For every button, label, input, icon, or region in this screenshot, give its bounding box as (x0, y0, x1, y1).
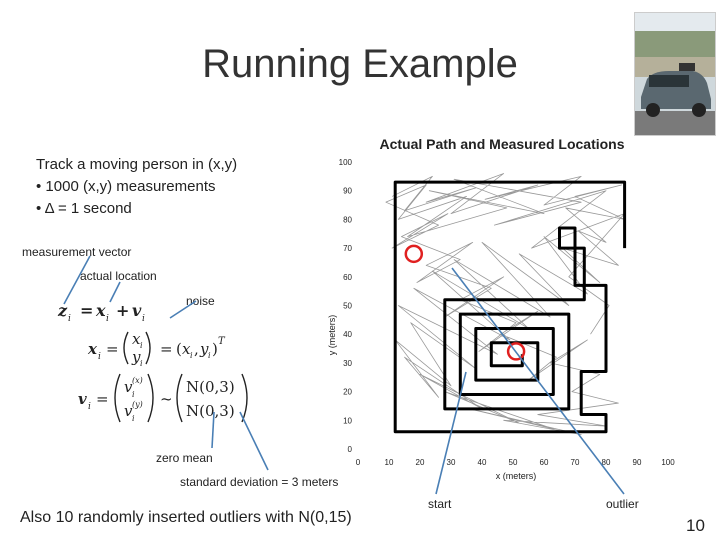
y-tick-label: 40 (343, 330, 352, 339)
svg-text:T: T (218, 336, 226, 347)
svg-text:v: v (124, 378, 133, 396)
svg-text:(: ( (176, 340, 182, 358)
y-axis-label: y (meters) (327, 315, 337, 356)
y-tick-label: 70 (343, 244, 352, 253)
x-tick-label: 70 (571, 458, 580, 467)
y-tick-label: 30 (343, 359, 352, 368)
svg-text:i: i (88, 402, 91, 412)
car-photo-image (635, 13, 715, 135)
svg-text:v: v (124, 402, 133, 420)
highlight-group (404, 244, 526, 361)
bullet-main: Track a moving person in (x,y) (36, 156, 238, 173)
y-tick-label: 80 (343, 215, 352, 224)
svg-text:z: z (57, 301, 68, 320)
x-tick-label: 50 (509, 458, 518, 467)
outlier-arrow-main (451, 267, 625, 495)
chart: Actual Path and Measured Locations x (me… (327, 136, 676, 481)
svg-text:=: = (160, 340, 173, 358)
svg-text:i: i (208, 351, 211, 360)
svg-text:N(0,3): N(0,3) (186, 402, 235, 420)
svg-text:v: v (78, 390, 87, 408)
actual-location-arrow (109, 281, 121, 303)
svg-text:=: = (80, 301, 93, 320)
svg-text:y: y (199, 340, 209, 358)
svg-text:i: i (68, 314, 71, 324)
y-tick-label: 50 (343, 302, 352, 311)
svg-text:i: i (140, 359, 143, 368)
x-tick-label: 20 (416, 458, 425, 467)
series-group (385, 173, 627, 436)
y-tick-label: 60 (343, 273, 352, 282)
noise-arrow (169, 300, 197, 319)
bullet-1: • 1000 (x,y) measurements (36, 178, 216, 195)
label-outlier: outlier (606, 497, 639, 511)
svg-text:y: y (131, 348, 141, 366)
y-tick-label: 90 (343, 187, 352, 196)
svg-text:x: x (87, 340, 98, 358)
svg-text:x: x (182, 340, 191, 358)
x-tick-label: 100 (661, 458, 675, 467)
svg-text:i: i (140, 341, 143, 350)
svg-text:=: = (106, 340, 119, 358)
std-arrow (239, 411, 269, 471)
x-tick-label: 60 (540, 458, 549, 467)
x-tick-label: 90 (633, 458, 642, 467)
svg-text:): ) (212, 340, 218, 358)
zero-mean-arrow-1 (211, 411, 215, 449)
svg-text:(y): (y) (132, 400, 143, 409)
svg-text:(x): (x) (132, 376, 143, 385)
label-start: start (428, 497, 452, 511)
bottom-note: Also 10 randomly inserted outliers with … (20, 509, 352, 526)
bullet-list: Track a moving person in (x,y) • 1000 (x… (36, 154, 237, 220)
y-tick-label: 100 (339, 158, 353, 167)
svg-text:i: i (190, 351, 193, 360)
tick-labels: 0 10 20 30 40 50 60 70 80 90 100 0 10 20 30 40 50 60 70 80 9… (339, 158, 676, 467)
svg-text:i: i (106, 314, 109, 324)
x-tick-label: 0 (356, 458, 361, 467)
svg-text:x: x (95, 301, 106, 320)
svg-text:i: i (98, 352, 101, 362)
x-tick-label: 30 (447, 458, 456, 467)
svg-text:i: i (132, 414, 135, 423)
car-photo (634, 12, 716, 136)
y-tick-label: 0 (348, 445, 353, 454)
svg-text:v: v (132, 301, 142, 320)
svg-text:i: i (142, 314, 145, 324)
y-tick-label: 20 (343, 388, 352, 397)
x-tick-label: 10 (385, 458, 394, 467)
x-axis-label: x (meters) (496, 471, 537, 481)
slide-number: 10 (686, 516, 705, 535)
svg-text:N(0,3): N(0,3) (186, 378, 235, 396)
y-tick-label: 10 (343, 416, 352, 425)
actual-path-line (393, 180, 627, 434)
chart-title: Actual Path and Measured Locations (379, 136, 624, 152)
label-actual-location: actual location (80, 269, 157, 283)
svg-text:x: x (132, 330, 141, 348)
svg-text:=: = (96, 390, 109, 408)
svg-text:+: + (116, 301, 129, 320)
start-arrow-main (435, 371, 467, 495)
label-noise: noise (186, 294, 215, 308)
highlight-outlier (404, 244, 424, 264)
label-zero-mean: zero mean (156, 451, 213, 465)
slide-title: Running Example (202, 42, 518, 86)
x-tick-label: 80 (602, 458, 611, 467)
svg-text:,: , (194, 340, 199, 358)
svg-text:i: i (132, 390, 135, 399)
bullet-2: • Δ = 1 second (36, 200, 132, 217)
label-std-dev: standard deviation = 3 meters (180, 475, 339, 489)
svg-text:~: ~ (160, 390, 173, 408)
label-measurement-vector: measurement vector (22, 245, 132, 259)
highlight-start (506, 342, 526, 361)
measurement-arrow (63, 255, 91, 305)
x-tick-label: 40 (478, 458, 487, 467)
